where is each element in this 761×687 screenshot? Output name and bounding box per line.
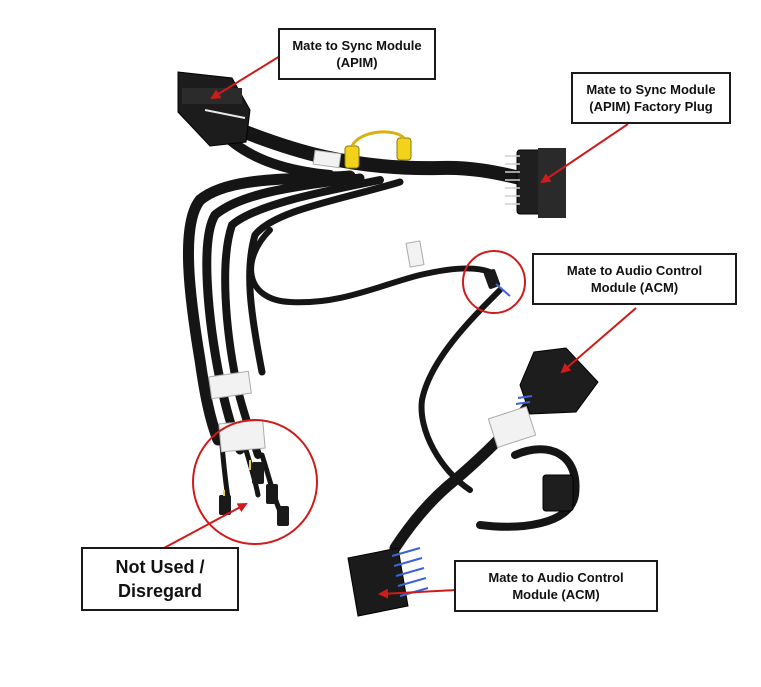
cable-tags bbox=[208, 149, 537, 453]
acm-lower-connector bbox=[347, 547, 429, 617]
side-connector bbox=[542, 474, 574, 512]
highlight-circle-unused bbox=[192, 419, 318, 545]
arrow-acm-upper bbox=[560, 307, 637, 374]
callout-acm-upper: Mate to Audio Control Module (ACM) bbox=[532, 253, 737, 305]
callout-acm-lower: Mate to Audio Control Module (ACM) bbox=[454, 560, 658, 612]
arrow-not-used bbox=[163, 503, 248, 549]
arrow-sync-module bbox=[210, 55, 281, 100]
rca-connectors bbox=[344, 130, 412, 169]
callout-sync-module: Mate to Sync Module (APIM) bbox=[278, 28, 436, 80]
arrow-sync-factory bbox=[540, 123, 629, 184]
apim-connector bbox=[177, 71, 251, 147]
arrow-acm-lower bbox=[378, 588, 457, 599]
callout-not-used: Not Used / Disregard bbox=[81, 547, 239, 611]
highlight-circle-small bbox=[462, 250, 526, 314]
apim-factory-plug bbox=[505, 148, 566, 218]
acm-upper-connector bbox=[515, 347, 599, 415]
callout-sync-factory-plug: Mate to Sync Module (APIM) Factory Plug bbox=[571, 72, 731, 124]
small-connector bbox=[483, 269, 511, 297]
unused-connectors bbox=[219, 460, 289, 526]
